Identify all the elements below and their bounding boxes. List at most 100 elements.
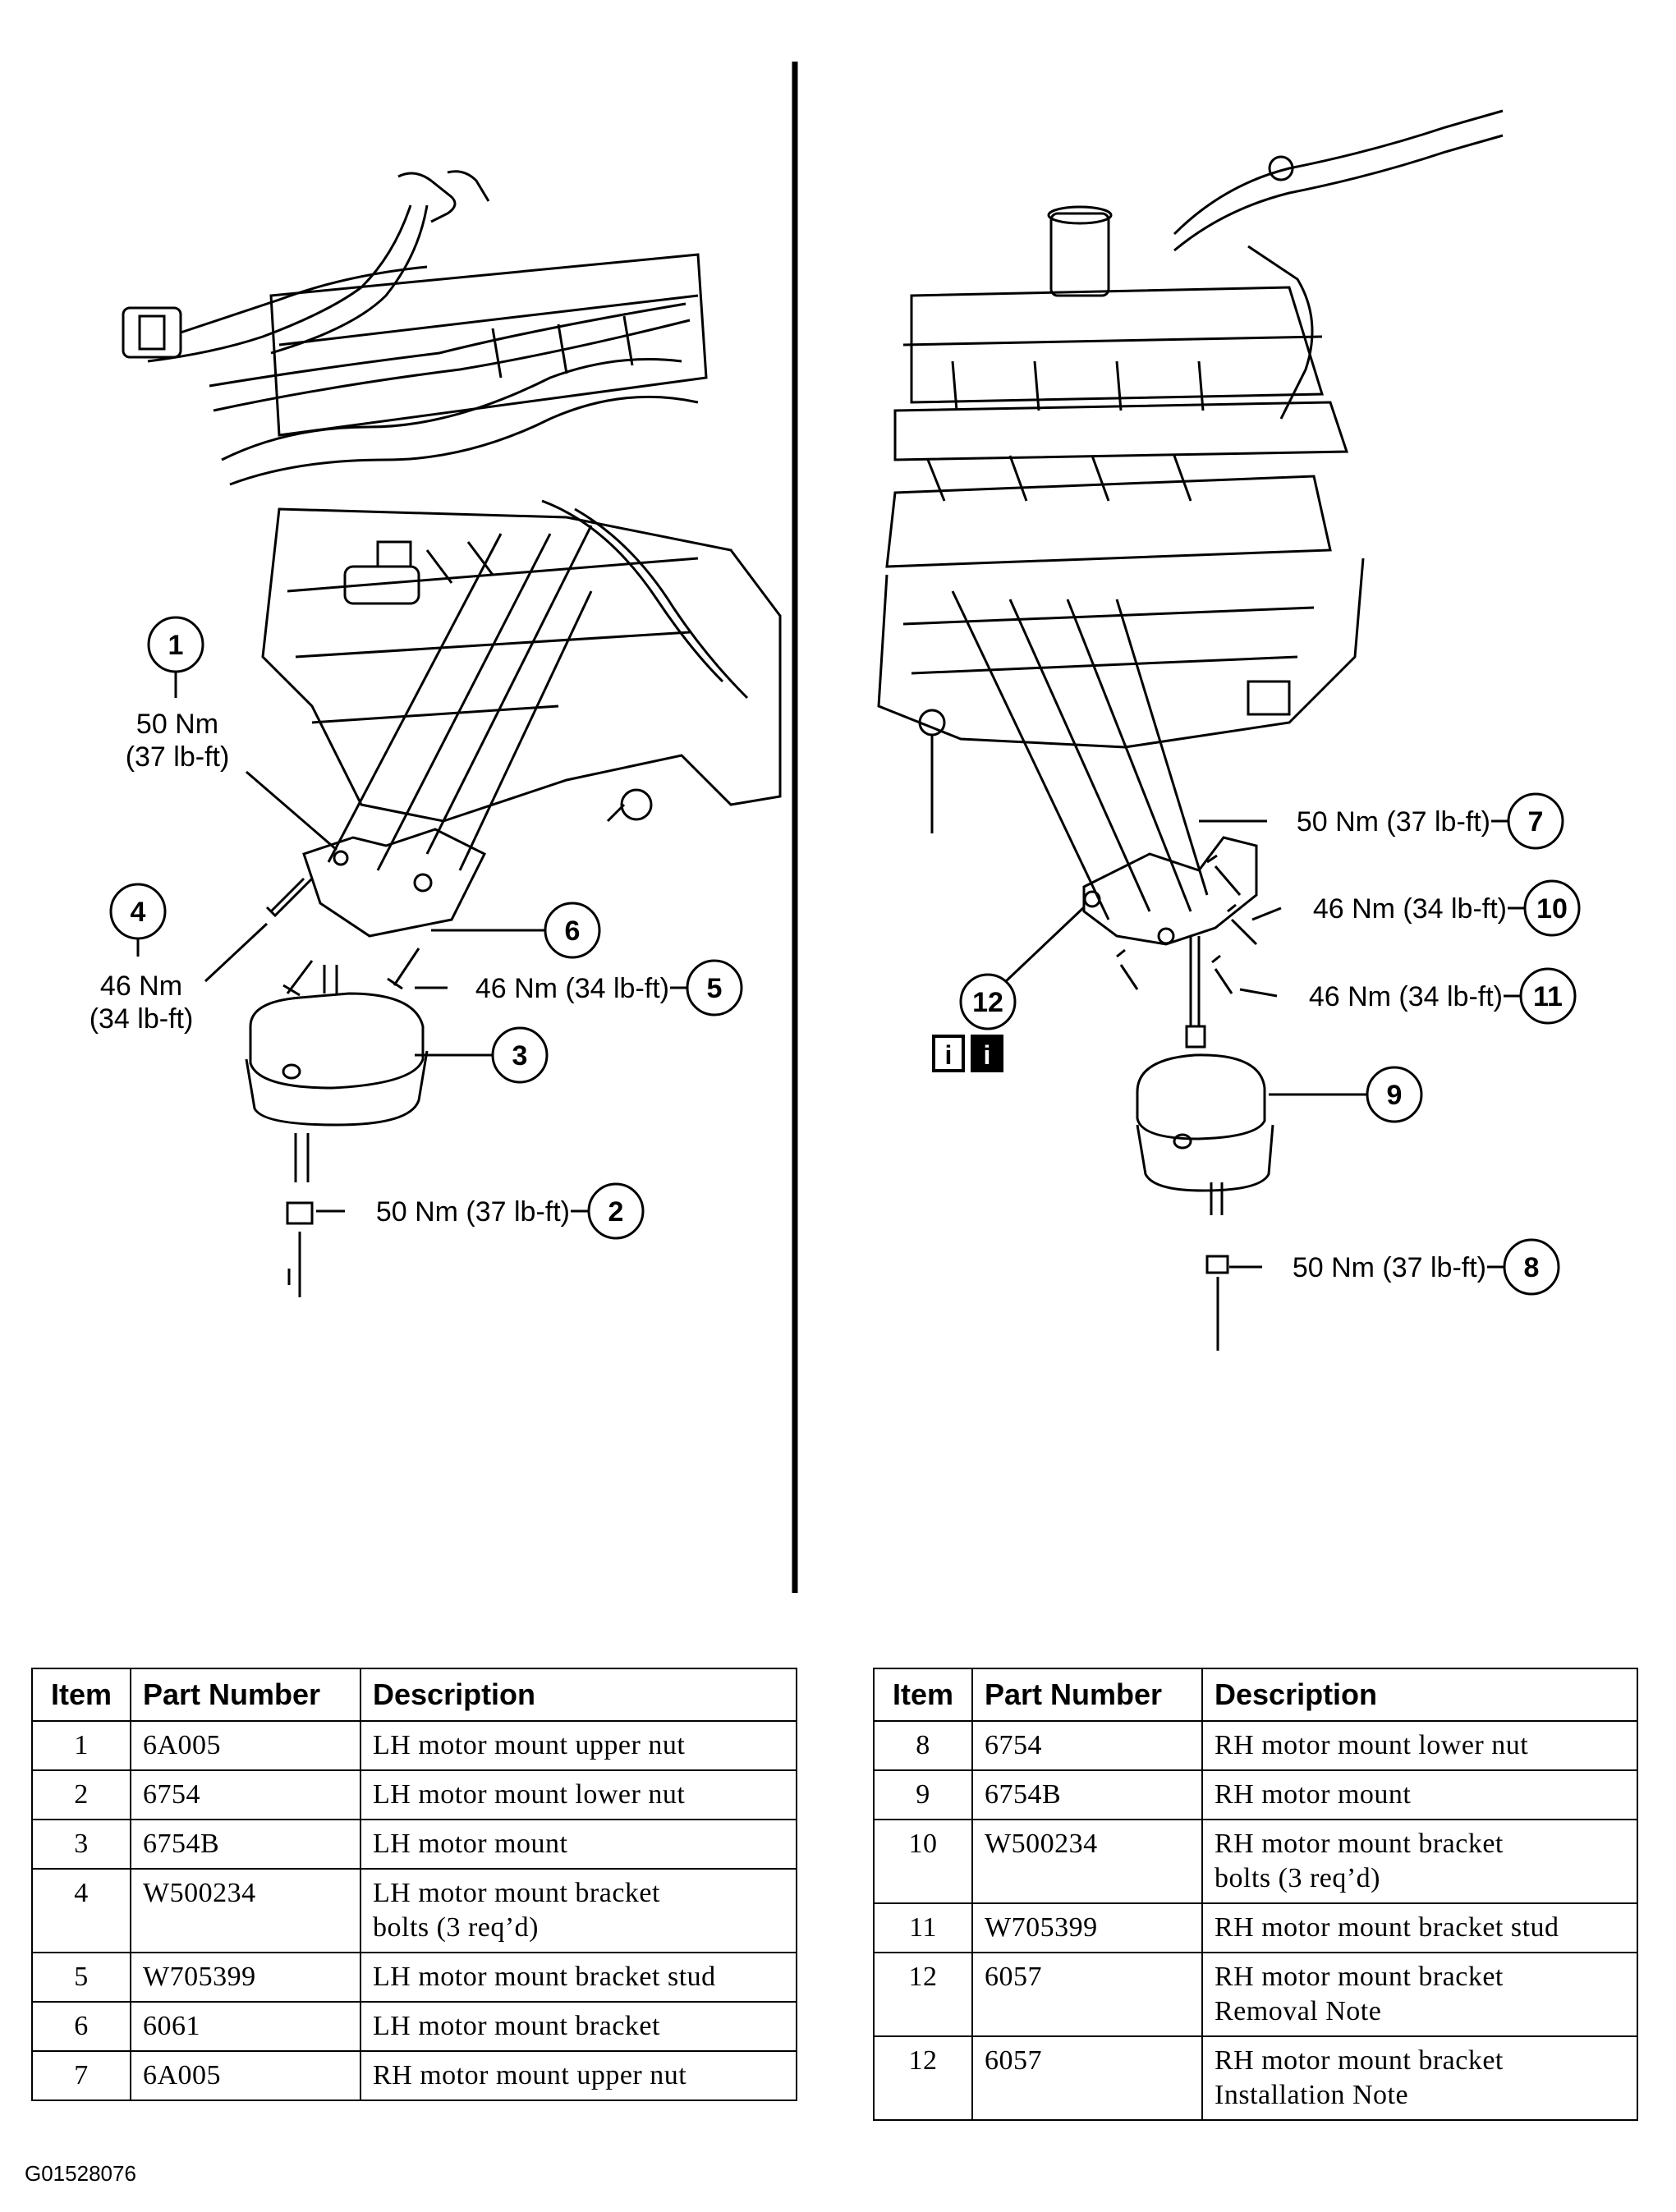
svg-text:2: 2 xyxy=(608,1196,624,1228)
description-line-2: bolts (3 req’d) xyxy=(373,1912,540,1943)
cell-description: RH motor mount bracket Removal Note xyxy=(1201,1952,1638,2037)
table-row: 12 6057 RH motor mount bracket Removal N… xyxy=(873,1952,1638,2037)
cell-part-number: 6754 xyxy=(130,1769,361,1820)
table-row: 1 6A005 LH motor mount upper nut xyxy=(31,1720,797,1771)
svg-text:9: 9 xyxy=(1387,1080,1403,1111)
cell-part-number: 6754B xyxy=(971,1769,1203,1820)
figure-code: G01528076 xyxy=(25,2161,136,2186)
info-icon-outline[interactable]: i xyxy=(932,1035,965,1072)
cell-part-number: 6057 xyxy=(971,2035,1203,2121)
torque-label-7: 50 Nm (37 lb-ft) xyxy=(1297,806,1490,838)
table-row: 2 6754 LH motor mount lower nut xyxy=(31,1769,797,1820)
callout-2: 2 50 Nm (37 lb-ft) xyxy=(316,1182,645,1240)
header-part-number: Part Number xyxy=(971,1668,1203,1722)
cell-description: RH motor mount xyxy=(1201,1769,1638,1820)
description-line-1: RH motor mount bracket xyxy=(1215,1962,1504,1992)
header-item: Item xyxy=(873,1668,973,1722)
callout-5: 5 46 Nm (34 lb-ft) xyxy=(415,959,743,1017)
torque-label-5: 46 Nm (34 lb-ft) xyxy=(475,973,669,1004)
rh-engine-illustration xyxy=(877,109,1504,1351)
callout-10: 10 46 Nm (34 lb-ft) xyxy=(1251,879,1581,937)
cell-item: 11 xyxy=(873,1902,973,1953)
description-line-2: bolts (3 req’d) xyxy=(1215,1863,1381,1893)
callout-1: 1 50 Nm (37 lb-ft) xyxy=(126,616,337,851)
table-header-row: Item Part Number Description xyxy=(31,1668,797,1722)
installation-note-link[interactable]: Installation Note xyxy=(1215,2080,1409,2110)
torque-label-10: 46 Nm (34 lb-ft) xyxy=(1313,893,1507,925)
torque-label-11: 46 Nm (34 lb-ft) xyxy=(1309,981,1503,1012)
cell-description: LH motor mount bracket xyxy=(360,2001,797,2052)
svg-text:i: i xyxy=(984,1040,991,1070)
lh-engine-illustration xyxy=(122,170,782,1297)
cell-item: 9 xyxy=(873,1769,973,1820)
cell-part-number: 6754B xyxy=(130,1819,361,1870)
cell-description: LH motor mount bracket stud xyxy=(360,1952,797,2003)
svg-text:7: 7 xyxy=(1528,806,1544,838)
svg-text:3: 3 xyxy=(512,1040,528,1072)
torque-label-1b: (37 lb-ft) xyxy=(126,741,230,773)
cell-description: RH motor mount bracket stud xyxy=(1201,1902,1638,1953)
svg-text:i: i xyxy=(945,1040,953,1070)
cell-part-number: 6A005 xyxy=(130,2050,361,2101)
table-header-row: Item Part Number Description xyxy=(873,1668,1638,1722)
svg-text:12: 12 xyxy=(972,987,1003,1018)
cell-part-number: W500234 xyxy=(971,1819,1203,1904)
cell-part-number: W500234 xyxy=(130,1868,361,1953)
info-icon-filled[interactable]: i xyxy=(971,1035,1003,1072)
cell-item: 4 xyxy=(31,1868,131,1953)
callout-9: 9 xyxy=(1269,1066,1423,1123)
description-line-1: LH motor mount bracket xyxy=(373,1878,660,1908)
callout-3: 3 xyxy=(415,1026,549,1084)
header-description: Description xyxy=(360,1668,797,1722)
callout-4: 4 46 Nm (34 lb-ft) xyxy=(90,883,269,1035)
cell-description: LH motor mount xyxy=(360,1819,797,1870)
cell-description: RH motor mount lower nut xyxy=(1201,1720,1638,1771)
cell-item: 6 xyxy=(31,2001,131,2052)
parts-table-right: Item Part Number Description 8 6754 RH m… xyxy=(873,1668,1638,2121)
table-row: 3 6754B LH motor mount xyxy=(31,1819,797,1870)
cell-part-number: W705399 xyxy=(971,1902,1203,1953)
callout-7: 7 50 Nm (37 lb-ft) xyxy=(1199,792,1564,850)
table-row: 4 W500234 LH motor mount bracket bolts (… xyxy=(31,1868,797,1953)
table-row: 6 6061 LH motor mount bracket xyxy=(31,2001,797,2052)
cell-item: 5 xyxy=(31,1952,131,2003)
cell-item: 2 xyxy=(31,1769,131,1820)
table-row: 8 6754 RH motor mount lower nut xyxy=(873,1720,1638,1771)
table-row: 7 6A005 RH motor mount upper nut xyxy=(31,2050,797,2101)
table-row: 9 6754B RH motor mount xyxy=(873,1769,1638,1820)
table-row: 11 W705399 RH motor mount bracket stud xyxy=(873,1902,1638,1953)
torque-label-1a: 50 Nm xyxy=(136,709,218,740)
description-line-1: RH motor mount bracket xyxy=(1215,1829,1504,1859)
cell-description: RH motor mount bracket bolts (3 req’d) xyxy=(1201,1819,1638,1904)
cell-description: LH motor mount bracket bolts (3 req’d) xyxy=(360,1868,797,1953)
cell-description: RH motor mount bracket Installation Note xyxy=(1201,2035,1638,2121)
svg-text:10: 10 xyxy=(1536,893,1568,925)
header-item: Item xyxy=(31,1668,131,1722)
engine-mount-diagram: 1 50 Nm (37 lb-ft) 4 46 Nm (34 lb-ft) 6 … xyxy=(90,62,1581,1593)
removal-note-link[interactable]: Removal Note xyxy=(1215,1996,1382,2026)
torque-label-2: 50 Nm (37 lb-ft) xyxy=(376,1196,570,1228)
cell-description: LH motor mount lower nut xyxy=(360,1769,797,1820)
header-description: Description xyxy=(1201,1668,1638,1722)
svg-text:1: 1 xyxy=(168,630,184,661)
cell-part-number: 6754 xyxy=(971,1720,1203,1771)
torque-label-8: 50 Nm (37 lb-ft) xyxy=(1293,1252,1486,1283)
cell-item: 7 xyxy=(31,2050,131,2101)
cell-item: 12 xyxy=(873,2035,973,2121)
cell-description: LH motor mount upper nut xyxy=(360,1720,797,1771)
cell-part-number: 6A005 xyxy=(130,1720,361,1771)
svg-text:11: 11 xyxy=(1533,981,1563,1012)
table-row: 10 W500234 RH motor mount bracket bolts … xyxy=(873,1819,1638,1904)
parts-table-left: Item Part Number Description 1 6A005 LH … xyxy=(31,1668,797,2101)
svg-text:8: 8 xyxy=(1524,1252,1540,1283)
cell-item: 10 xyxy=(873,1819,973,1904)
svg-text:6: 6 xyxy=(565,916,581,947)
table-row: 12 6057 RH motor mount bracket Installat… xyxy=(873,2035,1638,2121)
header-part-number: Part Number xyxy=(130,1668,361,1722)
torque-label-4b: (34 lb-ft) xyxy=(90,1003,194,1035)
description-line-1: RH motor mount bracket xyxy=(1215,2045,1504,2076)
cell-item: 8 xyxy=(873,1720,973,1771)
svg-text:4: 4 xyxy=(131,897,146,928)
table-row: 5 W705399 LH motor mount bracket stud xyxy=(31,1952,797,2003)
cell-item: 3 xyxy=(31,1819,131,1870)
